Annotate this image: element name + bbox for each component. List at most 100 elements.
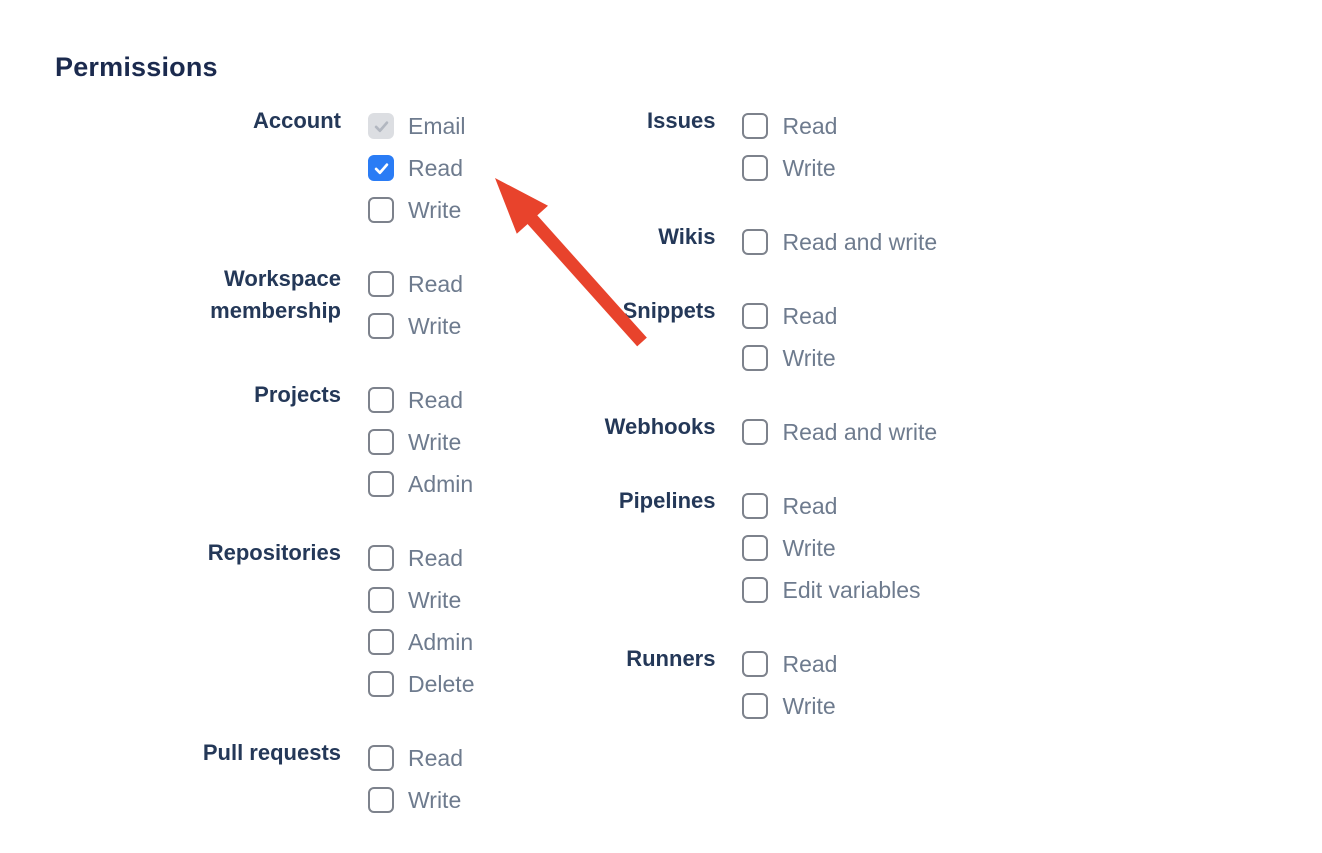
checkbox-pipelines-edit-variables[interactable] xyxy=(742,577,769,603)
check-icon xyxy=(374,120,388,132)
option-pipelines-edit-variables[interactable]: Edit variables xyxy=(742,569,921,611)
option-repositories-write[interactable]: Write xyxy=(368,579,474,621)
checkbox-workspace-membership-read[interactable] xyxy=(368,271,394,297)
option-label-runners-write: Write xyxy=(782,693,836,719)
group-label-wikis: Wikis xyxy=(525,221,715,263)
option-label-repositories-read: Read xyxy=(408,545,463,571)
option-repositories-read[interactable]: Read xyxy=(368,537,474,579)
option-pull-requests-read[interactable]: Read xyxy=(368,737,463,779)
checkbox-repositories-read[interactable] xyxy=(368,545,394,571)
group-label-text: Repositories xyxy=(207,540,341,565)
checkbox-runners-write[interactable] xyxy=(742,693,769,719)
option-issues-write[interactable]: Write xyxy=(742,147,837,189)
group-label-projects: Projects xyxy=(55,379,341,505)
group-label-runners: Runners xyxy=(525,643,715,727)
page-title: Permissions xyxy=(55,52,218,82)
option-label-pull-requests-write: Write xyxy=(408,787,462,813)
group-label-account: Account xyxy=(55,105,341,231)
checkbox-projects-admin[interactable] xyxy=(368,471,394,497)
option-workspace-membership-read[interactable]: Read xyxy=(368,263,463,305)
option-label-projects-admin: Admin xyxy=(408,471,474,497)
checkbox-repositories-delete[interactable] xyxy=(368,671,394,697)
group-label-workspace-membership: Workspace membership xyxy=(55,263,341,347)
group-label-pull-requests: Pull requests xyxy=(55,737,341,821)
options-list-webhooks: Read and write xyxy=(742,411,937,453)
option-repositories-admin[interactable]: Admin xyxy=(368,621,474,663)
option-label-pipelines-read: Read xyxy=(782,493,838,519)
checkbox-repositories-write[interactable] xyxy=(368,587,394,613)
option-webhooks-read-and-write[interactable]: Read and write xyxy=(742,411,937,453)
checkbox-repositories-admin[interactable] xyxy=(368,629,394,655)
option-runners-read[interactable]: Read xyxy=(742,643,837,685)
group-label-snippets: Snippets xyxy=(525,295,716,379)
option-snippets-write[interactable]: Write xyxy=(742,337,837,379)
group-label-text: Projects xyxy=(254,382,341,407)
option-projects-write[interactable]: Write xyxy=(368,421,473,463)
option-issues-read[interactable]: Read xyxy=(742,105,837,147)
option-label-snippets-read: Read xyxy=(782,303,838,329)
option-label-projects-write: Write xyxy=(408,429,462,455)
option-repositories-delete[interactable]: Delete xyxy=(368,663,474,705)
checkbox-pipelines-write[interactable] xyxy=(742,535,769,561)
option-runners-write[interactable]: Write xyxy=(742,685,837,727)
checkbox-workspace-membership-write[interactable] xyxy=(368,313,394,339)
option-label-repositories-write: Write xyxy=(408,587,462,613)
checkbox-pull-requests-write[interactable] xyxy=(368,787,394,813)
option-label-pipelines-edit-variables: Edit variables xyxy=(782,577,921,603)
checkbox-account-email xyxy=(368,113,394,139)
checkbox-issues-read[interactable] xyxy=(742,113,769,139)
checkbox-projects-read[interactable] xyxy=(368,387,394,413)
checkbox-pipelines-read[interactable] xyxy=(742,493,769,519)
option-label-account-email: Email xyxy=(408,113,466,139)
group-label-text: Workspace membership xyxy=(210,266,341,323)
option-pipelines-read[interactable]: Read xyxy=(742,485,920,527)
option-label-repositories-delete: Delete xyxy=(408,671,475,697)
option-projects-read[interactable]: Read xyxy=(368,379,473,421)
option-label-account-read: Read xyxy=(408,155,463,181)
option-label-webhooks-read-and-write: Read and write xyxy=(782,419,938,445)
option-wikis-read-and-write[interactable]: Read and write xyxy=(742,221,937,263)
checkbox-issues-write[interactable] xyxy=(742,155,769,181)
group-label-repositories: Repositories xyxy=(55,537,341,705)
option-account-email: Email xyxy=(368,105,466,147)
group-label-text: Wikis xyxy=(658,224,716,249)
option-account-write[interactable]: Write xyxy=(368,189,466,231)
checkbox-projects-write[interactable] xyxy=(368,429,394,455)
option-pipelines-write[interactable]: Write xyxy=(742,527,920,569)
option-snippets-read[interactable]: Read xyxy=(742,295,837,337)
checkbox-wikis-read-and-write[interactable] xyxy=(742,229,769,255)
option-account-read[interactable]: Read xyxy=(368,147,466,189)
option-workspace-membership-write[interactable]: Write xyxy=(368,305,463,347)
checkbox-account-write[interactable] xyxy=(368,197,394,223)
option-label-repositories-admin: Admin xyxy=(408,629,474,655)
checkbox-account-read[interactable] xyxy=(368,155,394,181)
checkbox-snippets-read[interactable] xyxy=(742,303,769,329)
option-label-account-write: Write xyxy=(408,197,462,223)
option-pull-requests-write[interactable]: Write xyxy=(368,779,463,821)
checkbox-runners-read[interactable] xyxy=(742,651,769,677)
option-label-pipelines-write: Write xyxy=(782,535,836,561)
group-label-text: Runners xyxy=(626,646,716,671)
option-projects-admin[interactable]: Admin xyxy=(368,463,473,505)
option-label-runners-read: Read xyxy=(782,651,838,677)
checkbox-snippets-write[interactable] xyxy=(742,345,769,371)
group-label-text: Pipelines xyxy=(618,488,716,513)
option-label-workspace-membership-read: Read xyxy=(408,271,463,297)
checkbox-pull-requests-read[interactable] xyxy=(368,745,394,771)
checkbox-webhooks-read-and-write[interactable] xyxy=(742,419,769,445)
